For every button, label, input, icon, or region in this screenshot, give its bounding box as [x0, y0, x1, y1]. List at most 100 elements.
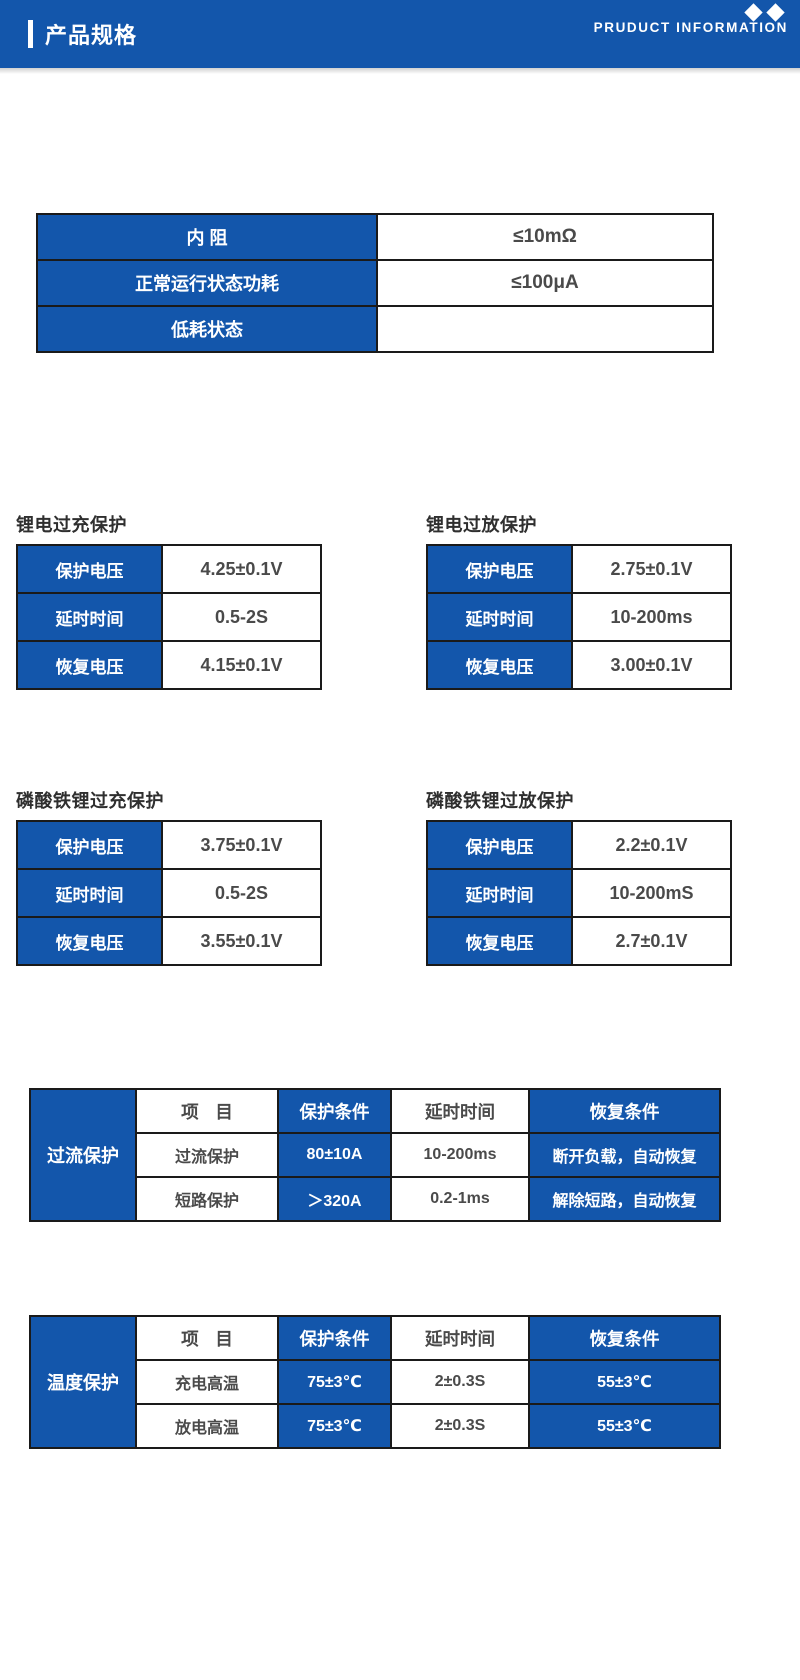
lithium-overcharge-table: 保护电压 4.25±0.1V 延时时间 0.5-2S 恢复电压 4.15±0.1… — [16, 544, 322, 690]
header-title-group: 产品规格 — [28, 18, 137, 50]
category-label: 温度保护 — [29, 1315, 137, 1449]
cell-delay: 0.2-1ms — [390, 1176, 530, 1222]
row-label: 保护电压 — [16, 820, 163, 870]
column-header-delay: 延时时间 — [390, 1315, 530, 1361]
row-label: 恢复电压 — [16, 916, 163, 966]
cell-delay: 2±0.3S — [390, 1403, 530, 1449]
table-header-row: 温度保护 项 目 保护条件 延时时间 恢复条件 — [29, 1315, 721, 1449]
column-header-recovery: 恢复条件 — [528, 1315, 721, 1361]
row-value: 2.7±0.1V — [571, 916, 732, 966]
table-row: 充电高温 75±3℃ 2±0.3S 55±3℃ — [30, 1359, 721, 1405]
row-value: 2.75±0.1V — [571, 544, 732, 594]
table-row: 延时时间 0.5-2S — [16, 592, 322, 642]
cell-item: 放电高温 — [135, 1403, 279, 1449]
overcurrent-protection-table: 过流保护 项 目 保护条件 延时时间 恢复条件 过流保护 80±10A 10-2… — [29, 1088, 721, 1222]
column-header-item: 项 目 — [135, 1088, 279, 1134]
row-label: 恢复电压 — [16, 640, 163, 690]
lifepo4-overdischarge-table: 保护电压 2.2±0.1V 延时时间 10-200mS 恢复电压 2.7±0.1… — [426, 820, 732, 966]
cell-recovery: 55±3℃ — [528, 1359, 721, 1405]
spec-value: ≤100μA — [376, 259, 714, 307]
spec-label: 内 阻 — [36, 213, 378, 261]
row-value: 4.25±0.1V — [161, 544, 322, 594]
row-label: 保护电压 — [426, 820, 573, 870]
lithium-overcharge-section: 锂电过充保护 保护电压 4.25±0.1V 延时时间 0.5-2S 恢复电压 4… — [16, 511, 322, 690]
cell-delay: 2±0.3S — [390, 1359, 530, 1405]
row-value: 3.55±0.1V — [161, 916, 322, 966]
table-row: 恢复电压 2.7±0.1V — [426, 916, 732, 966]
section-title: 磷酸铁锂过放保护 — [426, 791, 574, 811]
table-row: 放电高温 75±3℃ 2±0.3S 55±3℃ — [30, 1403, 721, 1449]
row-label: 延时时间 — [16, 868, 163, 918]
cell-condition: 80±10A — [277, 1132, 392, 1178]
row-label: 延时时间 — [426, 868, 573, 918]
column-header-condition: 保护条件 — [277, 1088, 392, 1134]
row-label: 延时时间 — [426, 592, 573, 642]
column-header-recovery: 恢复条件 — [528, 1088, 721, 1134]
table-row: 保护电压 4.25±0.1V — [16, 544, 322, 594]
lithium-overdischarge-table: 保护电压 2.75±0.1V 延时时间 10-200ms 恢复电压 3.00±0… — [426, 544, 732, 690]
section-title: 锂电过充保护 — [16, 515, 127, 535]
column-header-condition: 保护条件 — [277, 1315, 392, 1361]
lifepo4-overdischarge-section: 磷酸铁锂过放保护 保护电压 2.2±0.1V 延时时间 10-200mS 恢复电… — [426, 787, 732, 966]
row-value: 2.2±0.1V — [571, 820, 732, 870]
cell-recovery: 断开负载，自动恢复 — [528, 1132, 721, 1178]
header-right-group: PRUDUCT INFORMATION — [593, 3, 788, 35]
table-row: 保护电压 2.75±0.1V — [426, 544, 732, 594]
table-row: 恢复电压 4.15±0.1V — [16, 640, 322, 690]
page-header-banner: 产品规格 PRUDUCT INFORMATION — [0, 0, 800, 68]
column-header-item: 项 目 — [135, 1315, 279, 1361]
row-value: 0.5-2S — [161, 868, 322, 918]
table-row: 延时时间 0.5-2S — [16, 868, 322, 918]
row-value: 10-200mS — [571, 868, 732, 918]
spec-value: ≤10mΩ — [376, 213, 714, 261]
specification-table: 内 阻 ≤10mΩ 正常运行状态功耗 ≤100μA 低耗状态 — [36, 213, 714, 353]
specification-table-container: 内 阻 ≤10mΩ 正常运行状态功耗 ≤100μA 低耗状态 — [36, 213, 714, 353]
cell-condition: ＞320A — [277, 1176, 392, 1222]
page-subtitle: PRUDUCT INFORMATION — [593, 20, 788, 35]
lithium-overdischarge-section: 锂电过放保护 保护电压 2.75±0.1V 延时时间 10-200ms 恢复电压… — [426, 511, 732, 690]
column-header-delay: 延时时间 — [390, 1088, 530, 1134]
overcurrent-protection-section: 过流保护 项 目 保护条件 延时时间 恢复条件 过流保护 80±10A 10-2… — [29, 1088, 721, 1222]
table-header-row: 过流保护 项 目 保护条件 延时时间 恢复条件 — [29, 1088, 721, 1222]
row-value: 0.5-2S — [161, 592, 322, 642]
table-row: 恢复电压 3.00±0.1V — [426, 640, 732, 690]
row-label: 恢复电压 — [426, 916, 573, 966]
cell-condition: 75±3℃ — [277, 1359, 392, 1405]
section-title: 锂电过放保护 — [426, 515, 537, 535]
cell-item: 充电高温 — [135, 1359, 279, 1405]
lifepo4-overcharge-table: 保护电压 3.75±0.1V 延时时间 0.5-2S 恢复电压 3.55±0.1… — [16, 820, 322, 966]
title-accent-bar — [28, 20, 33, 48]
spec-label: 低耗状态 — [36, 305, 378, 353]
temperature-protection-table: 温度保护 项 目 保护条件 延时时间 恢复条件 充电高温 75±3℃ 2±0.3… — [29, 1315, 721, 1449]
cell-item: 过流保护 — [135, 1132, 279, 1178]
row-value: 3.00±0.1V — [571, 640, 732, 690]
row-label: 保护电压 — [16, 544, 163, 594]
cell-recovery: 解除短路，自动恢复 — [528, 1176, 721, 1222]
table-row: 内 阻 ≤10mΩ — [36, 213, 714, 261]
row-value: 3.75±0.1V — [161, 820, 322, 870]
table-row: 低耗状态 — [36, 305, 714, 353]
row-label: 延时时间 — [16, 592, 163, 642]
cell-item: 短路保护 — [135, 1176, 279, 1222]
cell-delay: 10-200ms — [390, 1132, 530, 1178]
row-value: 10-200ms — [571, 592, 732, 642]
diamond-decoration-group — [744, 3, 785, 22]
table-row: 恢复电压 3.55±0.1V — [16, 916, 322, 966]
cell-condition: 75±3℃ — [277, 1403, 392, 1449]
table-row: 过流保护 80±10A 10-200ms 断开负载，自动恢复 — [30, 1132, 721, 1178]
page-title: 产品规格 — [45, 23, 138, 48]
diamond-icon — [744, 3, 763, 22]
table-row: 延时时间 10-200ms — [426, 592, 732, 642]
table-row: 正常运行状态功耗 ≤100μA — [36, 259, 714, 307]
temperature-protection-section: 温度保护 项 目 保护条件 延时时间 恢复条件 充电高温 75±3℃ 2±0.3… — [29, 1315, 721, 1449]
spec-label: 正常运行状态功耗 — [36, 259, 378, 307]
spec-value — [376, 305, 714, 353]
category-label: 过流保护 — [29, 1088, 137, 1222]
table-row: 保护电压 3.75±0.1V — [16, 820, 322, 870]
banner-shadow — [0, 68, 800, 74]
row-label: 保护电压 — [426, 544, 573, 594]
diamond-icon — [766, 3, 785, 22]
table-row: 保护电压 2.2±0.1V — [426, 820, 732, 870]
section-title: 磷酸铁锂过充保护 — [16, 791, 164, 811]
table-row: 短路保护 ＞320A 0.2-1ms 解除短路，自动恢复 — [30, 1176, 721, 1222]
